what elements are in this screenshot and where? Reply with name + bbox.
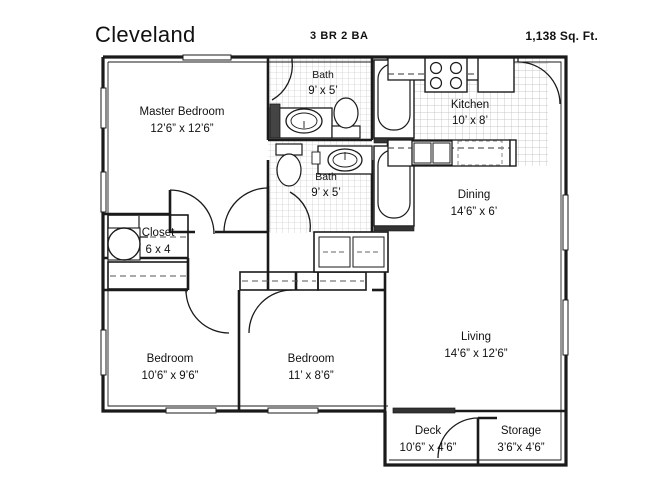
page-title: Cleveland <box>95 22 196 47</box>
room-label-kitchen: Kitchen <box>451 99 489 111</box>
room-dim-bath-hall: 9’ x 5’ <box>311 187 341 199</box>
room-labels: Master Bedroom 12’6” x 12’6” Bath 9’ x 5… <box>139 69 544 454</box>
door-bedroom-3 <box>248 289 293 334</box>
kitchen-fixtures <box>387 57 517 167</box>
room-dim-dining: 14’6” x 6’ <box>451 206 498 218</box>
room-dim-bedroom-2: 10’6” x 9’6” <box>142 370 199 382</box>
door-hall-bath <box>289 191 311 233</box>
room-label-bath-master: Bath <box>312 69 334 81</box>
exterior-windows <box>100 54 569 414</box>
room-dim-bath-master: 9’ x 5’ <box>308 85 338 97</box>
room-label-deck: Deck <box>415 425 441 437</box>
door-hall-to-living <box>223 186 269 233</box>
room-label-master-bedroom: Master Bedroom <box>139 106 224 118</box>
kitchen-sink-icon <box>411 140 453 166</box>
room-label-closet: Closet <box>142 227 175 239</box>
door-master-bedroom <box>169 189 215 235</box>
door-storage <box>437 417 479 459</box>
exterior-wall-inner-line <box>107 61 562 461</box>
room-dim-deck: 10’6” x 4’6” <box>400 442 457 454</box>
sink-icon <box>327 148 363 172</box>
toilet-icon <box>331 97 361 139</box>
stove-range-icon <box>424 57 468 93</box>
deck-rail <box>392 407 456 414</box>
door-entry-kitchen <box>517 58 561 105</box>
plan-header: Cleveland 3 BR 2 BA 1,138 Sq. Ft. <box>0 0 670 52</box>
door-bedroom-2 <box>185 289 230 334</box>
room-dim-storage: 3’6”x 4’6” <box>497 442 544 454</box>
water-heater-icon <box>107 227 141 261</box>
toilet-icon <box>275 143 303 187</box>
refrigerator-icon <box>477 57 515 93</box>
washer-dryer-icon <box>313 231 389 273</box>
dishwasher-outline <box>457 140 503 166</box>
room-dim-bedroom-3: 11’ x 8’6” <box>288 370 334 382</box>
room-dim-closet: 6 x 4 <box>146 244 172 256</box>
room-dim-kitchen: 10’ x 8’ <box>452 115 488 127</box>
room-label-living: Living <box>461 331 491 343</box>
room-label-dining: Dining <box>458 189 491 201</box>
room-dim-living: 14’6” x 12’6” <box>444 348 507 360</box>
room-dim-master-bedroom: 12’6” x 12’6” <box>150 123 213 135</box>
square-feet-label: 1,138 Sq. Ft. <box>525 29 598 43</box>
beds-baths-label: 3 BR 2 BA <box>310 30 369 42</box>
room-label-bedroom-2: Bedroom <box>147 353 194 365</box>
room-label-bath-hall: Bath <box>315 171 337 183</box>
door-master-bath <box>271 58 293 101</box>
room-label-storage: Storage <box>501 425 541 437</box>
counter-end-wall <box>509 139 517 167</box>
room-label-bedroom-3: Bedroom <box>288 353 335 365</box>
sink-icon <box>285 108 323 134</box>
